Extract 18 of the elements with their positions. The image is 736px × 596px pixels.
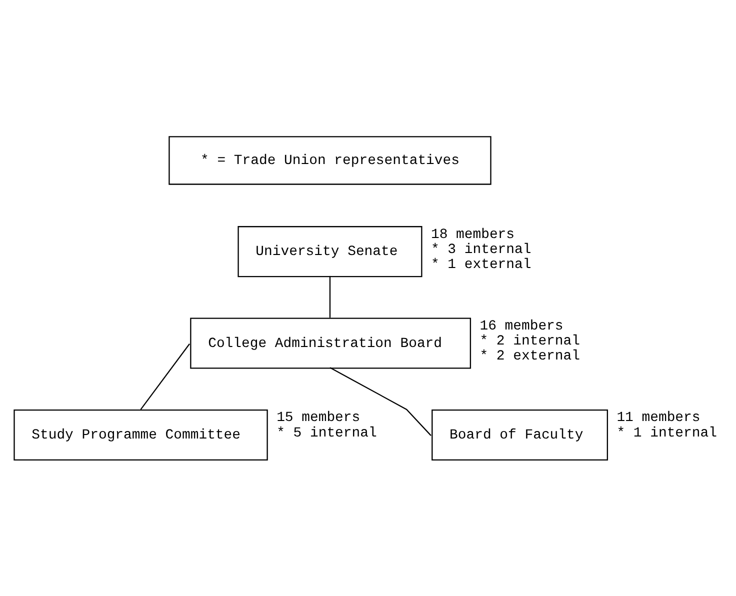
connector: [140, 344, 190, 410]
node-label: * 5 internal: [276, 425, 377, 442]
node-label: 11 members: [616, 410, 700, 426]
node-box: University Senate: [238, 226, 422, 278]
node-label: * 2 internal: [480, 334, 580, 350]
node-box: Board of Faculty: [432, 409, 608, 461]
node-label: * 1 external: [430, 256, 532, 273]
node-label: 15 members: [276, 410, 360, 426]
node-label: * 2 external: [480, 348, 580, 365]
node-label: * 3 internal: [430, 242, 532, 258]
node-label: * 1 internal: [616, 425, 717, 442]
node-label: 18 members: [430, 226, 515, 243]
connector: [330, 367, 432, 436]
connector: [329, 276, 331, 318]
node-box: College Administration Board: [190, 318, 472, 369]
node-box: Study Programme Committee: [14, 409, 268, 461]
node-label: 16 members: [480, 318, 564, 334]
node-box: * = Trade Union representatives: [168, 136, 492, 185]
